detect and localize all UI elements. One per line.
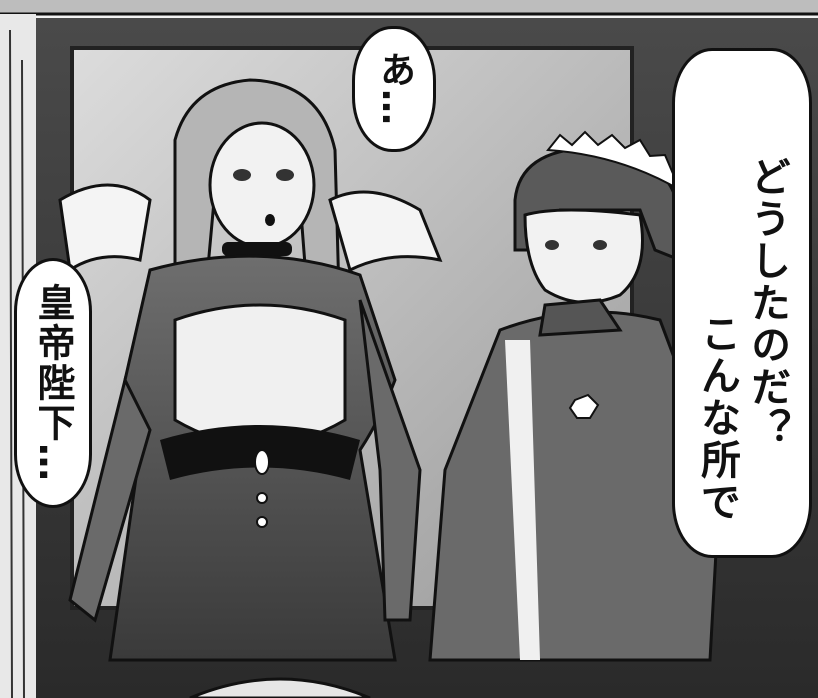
- woman-left-arm: [68, 375, 152, 623]
- speech-bubble-emperor: 皇帝陛下…: [14, 258, 92, 508]
- top-panel-strip: [0, 0, 818, 14]
- woman-right-arm: [358, 299, 422, 622]
- foreground-head: [189, 677, 371, 698]
- speech-bubble-a: あ…: [352, 26, 436, 152]
- speech-text-right-line1: どうしたのだ？: [744, 156, 790, 450]
- woman-choker: [222, 242, 292, 256]
- boy-face: [523, 208, 644, 304]
- boy-collar: [538, 298, 623, 337]
- speech-text-right-line2: こんな所で: [694, 313, 740, 523]
- woman-face: [208, 121, 316, 249]
- speech-text-emperor: 皇帝陛下…: [31, 283, 75, 483]
- boy-jacket: [428, 310, 722, 662]
- speech-bubble-right: どうしたのだ？ こんな所で: [672, 48, 812, 558]
- boy-crown: [546, 130, 683, 193]
- speech-text-a: あ…: [374, 51, 415, 127]
